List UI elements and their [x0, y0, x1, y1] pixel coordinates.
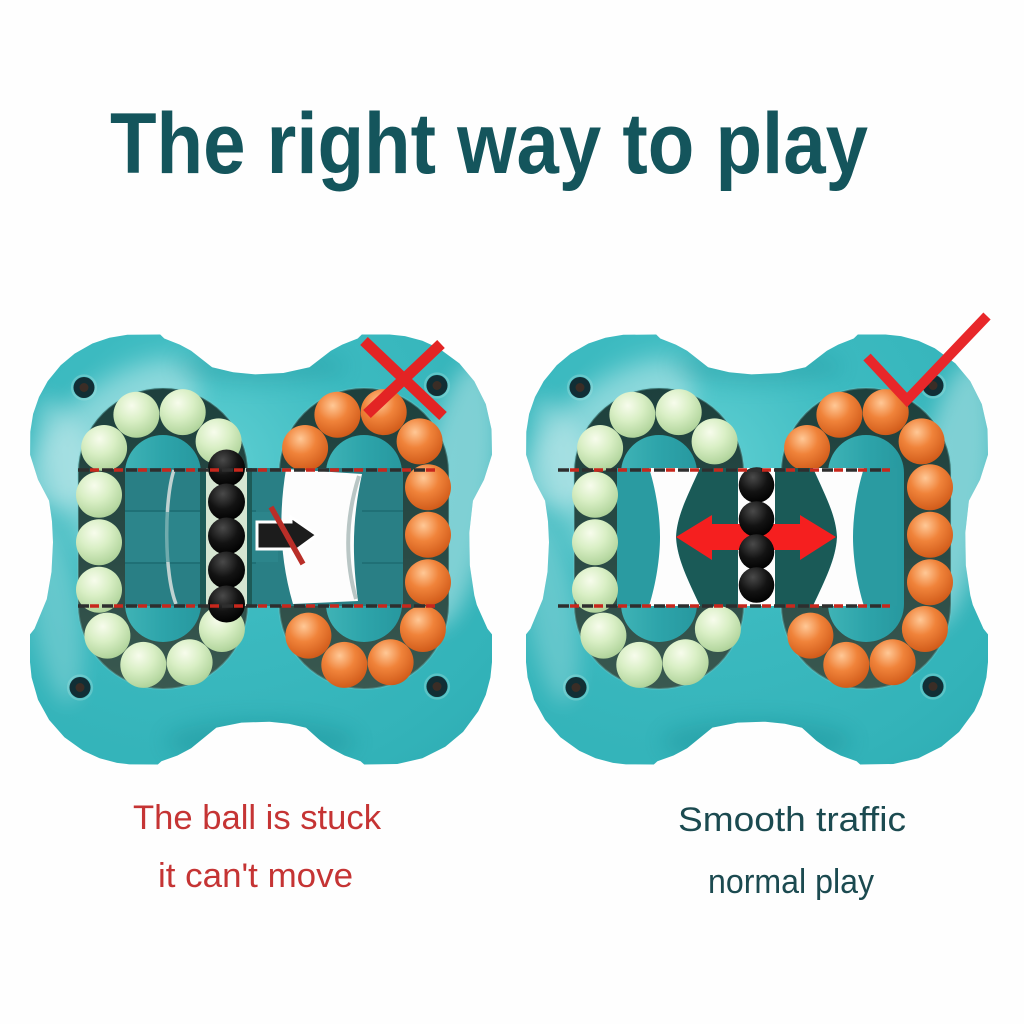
svg-text:Smooth traffic: Smooth traffic	[678, 801, 906, 839]
svg-text:normal play: normal play	[708, 863, 874, 901]
svg-text:The right way to play: The right way to play	[110, 96, 868, 192]
svg-text:it can't move: it can't move	[158, 857, 353, 895]
svg-text:The ball is stuck: The ball is stuck	[133, 799, 382, 837]
